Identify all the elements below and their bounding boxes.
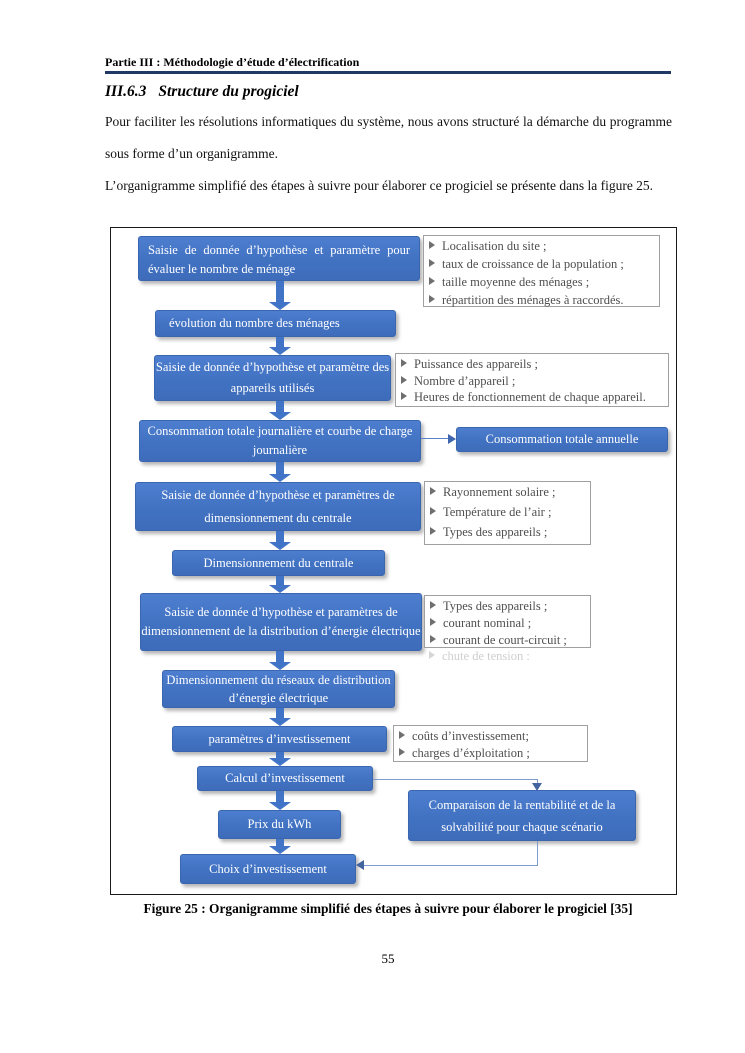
flow-arrow-down-icon — [269, 531, 291, 550]
flow-arrow-down-icon — [269, 791, 291, 810]
callout-list-centrale: Rayonnement solaire ; Température de l’a… — [424, 481, 591, 545]
arrow-bullet-icon — [399, 731, 405, 739]
flow-box-prix-kwh: Prix du kWh — [218, 810, 341, 839]
arrow-bullet-icon — [401, 375, 407, 384]
connector-line — [373, 779, 538, 789]
arrow-bullet-icon — [429, 295, 435, 303]
flow-box-saisie-appareils: Saisie de donnée d’hypothèse et paramètr… — [154, 355, 391, 401]
list-item: chute de tension ; — [442, 649, 530, 660]
flow-box-saisie-distribution: Saisie de donnée d’hypothèse et paramètr… — [140, 593, 422, 651]
arrow-bullet-icon — [430, 507, 436, 515]
flow-arrow-down-icon — [269, 651, 291, 670]
list-item: Types des appareils ; — [443, 599, 548, 613]
arrow-bullet-icon — [429, 259, 435, 267]
callout-list-distribution-truncated-item: chute de tension ; — [424, 649, 596, 660]
connector-line — [421, 438, 449, 439]
list-item: courant nominal ; — [443, 616, 532, 630]
flow-arrow-down-icon — [269, 708, 291, 726]
list-item: Température de l’air ; — [443, 505, 552, 519]
flow-box-saisie-menage: Saisie de donnée d’hypothèse et paramètr… — [138, 236, 420, 281]
list-item: courant de court-circuit ; — [443, 633, 567, 647]
list-item: coûts d’investissement; — [412, 729, 529, 743]
section-number: III.6.3 — [105, 83, 147, 100]
arrow-bullet-icon — [399, 747, 405, 756]
header-rule — [105, 71, 671, 74]
flow-arrow-down-icon — [269, 281, 291, 310]
running-header: Partie III : Méthodologie d’étude d’élec… — [105, 55, 360, 69]
arrow-bullet-icon — [429, 277, 435, 285]
section-title: Structure du progiciel — [158, 83, 299, 100]
arrow-bullet-icon — [429, 651, 435, 659]
list-item: Nombre d’appareil ; — [414, 373, 516, 388]
connector-line — [364, 841, 538, 866]
list-item: taux de croissance de la population ; — [442, 257, 624, 271]
arrow-bullet-icon — [430, 601, 436, 609]
flow-box-saisie-centrale: Saisie de donnée d’hypothèse et paramètr… — [135, 482, 421, 531]
arrow-left-icon — [356, 860, 364, 870]
flow-box-conso-annuelle: Consommation totale annuelle — [456, 427, 668, 452]
callout-list-menage: Localisation du site ; taux de croissanc… — [423, 235, 660, 307]
flow-arrow-down-icon — [269, 576, 291, 593]
arrow-bullet-icon — [401, 392, 407, 400]
list-item: Rayonnement solaire ; — [443, 485, 556, 499]
callout-list-appareils: Puissance des appareils ; Nombre d’appar… — [395, 353, 669, 407]
arrow-right-icon — [448, 434, 456, 444]
flow-arrow-down-icon — [269, 401, 291, 420]
list-item: taille moyenne des ménages ; — [442, 275, 590, 289]
list-item: Localisation du site ; — [442, 239, 547, 253]
arrow-bullet-icon — [430, 618, 436, 626]
arrow-bullet-icon — [401, 359, 407, 367]
list-item: Types des appareils ; — [443, 525, 548, 539]
flow-box-evolution-menages: évolution du nombre des ménages — [155, 310, 396, 337]
paragraph-1: Pour faciliter les résolutions informati… — [105, 114, 672, 161]
flow-box-conso-journaliere: Consommation totale journalière et courb… — [139, 420, 421, 462]
list-item: Heures de fonctionnement de chaque appar… — [414, 390, 646, 404]
arrow-bullet-icon — [429, 241, 435, 249]
flow-box-parametres-invest: paramètres d’investissement — [172, 726, 387, 752]
flow-box-dim-centrale: Dimensionnement du centrale — [172, 550, 385, 576]
flow-box-comparaison: Comparaison de la rentabilité et de la s… — [408, 790, 636, 841]
arrow-bullet-icon — [430, 487, 436, 495]
arrow-down-icon — [532, 783, 542, 791]
list-item: répartition des ménages à raccordés. — [442, 293, 624, 307]
flow-arrow-down-icon — [269, 839, 291, 854]
callout-list-investissement: coûts d’investissement; charges d’éxploi… — [393, 725, 588, 762]
page-number: 55 — [381, 951, 395, 966]
section-heading: III.6.3 Structure du progiciel — [105, 83, 299, 101]
arrow-bullet-icon — [430, 635, 436, 643]
flow-box-calcul-invest: Calcul d’investissement — [197, 766, 373, 791]
list-item: Puissance des appareils ; — [414, 357, 538, 371]
paragraph-2: L’organigramme simplifié des étapes à su… — [105, 178, 654, 193]
flow-arrow-down-icon — [269, 462, 291, 482]
figure-caption: Figure 25 : Organigramme simplifié des é… — [143, 901, 633, 916]
flow-box-choix-invest: Choix d’investissement — [180, 854, 356, 884]
list-item: charges d’éxploitation ; — [412, 745, 530, 760]
flow-box-dim-reseaux: Dimensionnement du réseaux de distributi… — [162, 670, 395, 708]
callout-list-distribution: Types des appareils ; courant nominal ; … — [424, 595, 591, 648]
arrow-bullet-icon — [430, 527, 436, 535]
flow-arrow-down-icon — [269, 752, 291, 766]
flow-arrow-down-icon — [269, 337, 291, 355]
